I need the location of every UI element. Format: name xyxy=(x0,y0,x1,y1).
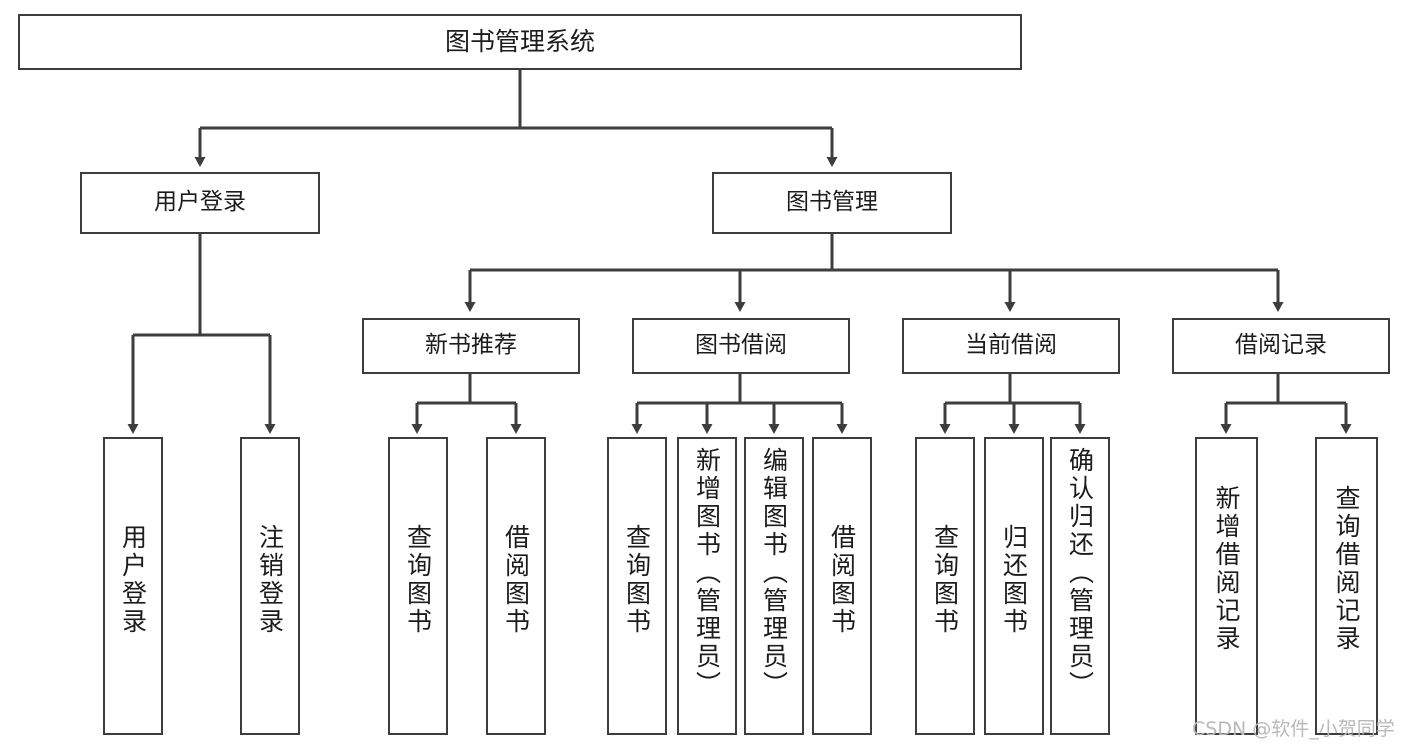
node-label: 用户登录 xyxy=(154,189,246,216)
node-label: 归还图书 xyxy=(999,524,1029,636)
node-borrow-record[interactable]: 借阅记录 xyxy=(1172,318,1390,374)
node-label: 图书借阅 xyxy=(695,332,787,359)
node-label: 借阅图书 xyxy=(501,524,531,636)
csdn-watermark: CSDN @软件_小贺同学 xyxy=(1192,718,1395,740)
node-root-book-management-system[interactable]: 图书管理系统 xyxy=(18,14,1022,70)
node-label: 查询图书 xyxy=(930,524,960,636)
node-label: 查询借阅记录 xyxy=(1332,485,1361,653)
node-new-book-recommendation[interactable]: 新书推荐 xyxy=(362,318,580,374)
node-label: 当前借阅 xyxy=(965,332,1057,359)
leaf-return-book[interactable]: 归还图书 xyxy=(984,437,1044,735)
node-book-borrow[interactable]: 图书借阅 xyxy=(632,318,850,374)
leaf-borrow-book-borrow[interactable]: 借阅图书 xyxy=(812,437,872,735)
leaf-query-borrow-record[interactable]: 查询借阅记录 xyxy=(1315,437,1378,735)
leaf-query-book-recommendation[interactable]: 查询图书 xyxy=(388,437,448,735)
node-label: 注销登录 xyxy=(255,524,285,636)
leaf-query-book-borrow[interactable]: 查询图书 xyxy=(607,437,667,735)
node-label: 图书管理系统 xyxy=(444,27,595,57)
node-user-login[interactable]: 用户登录 xyxy=(80,172,320,234)
leaf-add-book-admin[interactable]: 新增图书（管理员） xyxy=(677,437,737,735)
node-label: 编辑图书（管理员） xyxy=(759,447,789,699)
node-label: 新书推荐 xyxy=(425,332,517,359)
leaf-logout[interactable]: 注销登录 xyxy=(240,437,300,735)
node-label: 借阅图书 xyxy=(827,524,857,636)
node-current-borrow[interactable]: 当前借阅 xyxy=(902,318,1120,374)
node-label: 用户登录 xyxy=(118,524,148,636)
node-label: 确认归还（管理员） xyxy=(1065,447,1095,699)
leaf-query-book-current[interactable]: 查询图书 xyxy=(915,437,975,735)
node-label: 新增借阅记录 xyxy=(1212,485,1241,653)
leaf-borrow-book-recommendation[interactable]: 借阅图书 xyxy=(486,437,546,735)
leaf-confirm-return-admin[interactable]: 确认归还（管理员） xyxy=(1050,437,1110,735)
node-label: 图书管理 xyxy=(786,189,878,216)
node-label: 查询图书 xyxy=(403,524,433,636)
node-label: 借阅记录 xyxy=(1235,332,1327,359)
leaf-add-borrow-record[interactable]: 新增借阅记录 xyxy=(1195,437,1258,735)
node-label: 新增图书（管理员） xyxy=(692,447,722,699)
leaf-edit-book-admin[interactable]: 编辑图书（管理员） xyxy=(744,437,804,735)
node-label: 查询图书 xyxy=(622,524,652,636)
leaf-user-login[interactable]: 用户登录 xyxy=(103,437,163,735)
node-book-management[interactable]: 图书管理 xyxy=(712,172,952,234)
